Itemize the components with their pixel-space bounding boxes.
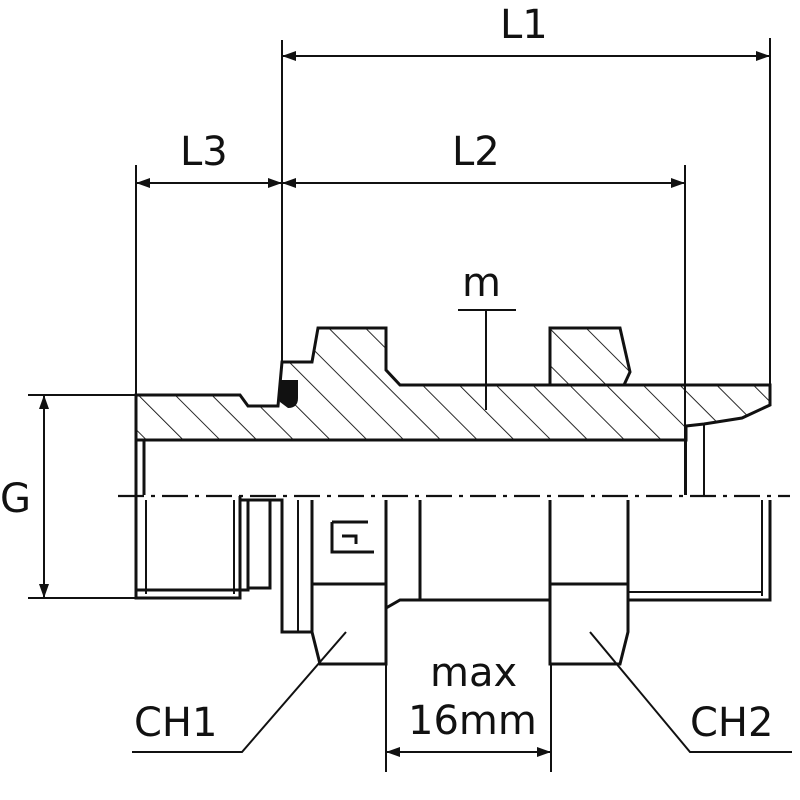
brand-mark-icon (330, 520, 374, 554)
label-ch2: CH2 (690, 700, 773, 746)
o-ring-seal (280, 380, 298, 408)
ch1-leader (132, 631, 347, 753)
label-l1: L1 (500, 2, 548, 48)
lower-view (134, 496, 772, 666)
ch2-leader (589, 631, 792, 753)
label-l2: L2 (452, 129, 500, 175)
label-ch1: CH1 (134, 700, 217, 746)
label-max-value: 16mm (408, 698, 537, 744)
label-g: G (0, 476, 31, 522)
label-l3: L3 (180, 129, 228, 175)
label-max: max (430, 650, 517, 696)
upper-section (134, 326, 772, 495)
label-m: m (462, 260, 501, 306)
